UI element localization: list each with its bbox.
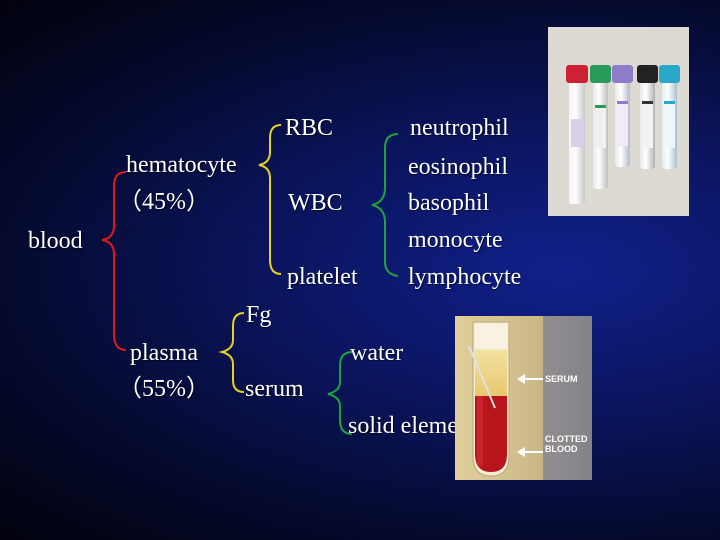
centrifuged-blood-photo: SERUM CLOTTED BLOOD [455, 316, 592, 480]
tube-cap-red [566, 65, 588, 83]
wbc-label: WBC [288, 190, 343, 216]
wbc-brace [371, 133, 399, 277]
plasma-percent: （55%） [118, 376, 210, 402]
tube-label [642, 101, 653, 148]
serum-photo-label: SERUM [545, 374, 578, 384]
hematocyte-percent: （45%） [118, 189, 210, 215]
tube-label [571, 119, 583, 147]
clotted-arrow [521, 451, 543, 453]
tube-label [664, 101, 675, 148]
hematocyte-label: hematocyte [126, 152, 237, 178]
blood-label: blood [28, 228, 83, 254]
tube-label [595, 105, 606, 148]
plasma-brace [218, 312, 245, 393]
serum-brace [327, 351, 353, 435]
tube-cap-green [590, 65, 611, 83]
rbc-label: RBC [285, 115, 334, 141]
hematocyte-brace [258, 124, 282, 275]
wbc-type-monocyte: monocyte [408, 227, 503, 253]
serum-arrow [521, 378, 543, 380]
clotted-arrow-head [517, 447, 525, 457]
fg-label: Fg [246, 302, 272, 328]
serum-arrow-head [517, 374, 525, 384]
tube-cap-purple [612, 65, 633, 83]
tube-cap-black [637, 65, 658, 83]
tube-label [617, 101, 628, 146]
water-label: water [350, 340, 404, 366]
blood-collection-tubes-photo [548, 27, 689, 216]
serum-label: serum [245, 376, 304, 402]
blood-brace [101, 171, 127, 351]
plasma-label: plasma [130, 340, 198, 366]
tube-cap-blue [659, 65, 680, 83]
platelet-label: platelet [287, 264, 358, 290]
wbc-type-basophil: basophil [408, 190, 490, 216]
wbc-type-eosinophil: eosinophil [408, 154, 508, 180]
clotted-blood-photo-label: CLOTTED BLOOD [545, 434, 588, 454]
wbc-type-lymphocyte: lymphocyte [408, 264, 522, 290]
wbc-type-neutrophil: neutrophil [410, 115, 509, 141]
